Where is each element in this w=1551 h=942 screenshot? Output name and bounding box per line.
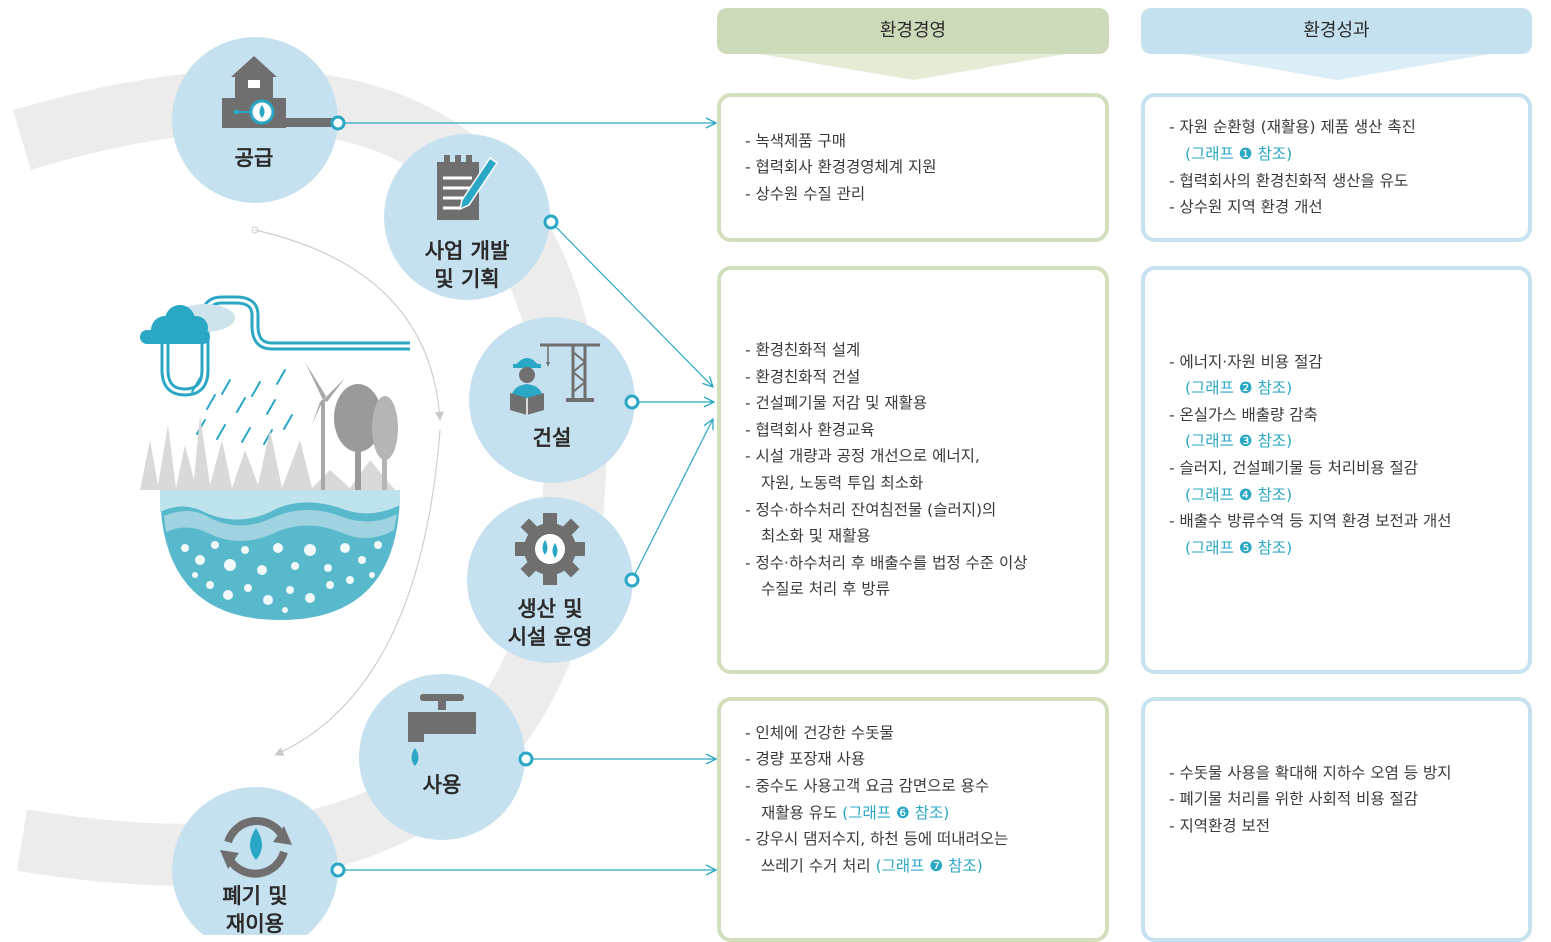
list-item: - 협력회사 환경경영체계 지원 [745,158,937,177]
graph-reference-link[interactable]: (그래프 ❻ 참조) [842,803,950,822]
stage-supply: 공급 [172,37,346,203]
stage-disposal: 폐기 및 재이용 [172,787,346,935]
list-item: - 건설폐기물 저감 및 재활용 [745,394,928,413]
connector-planning [550,221,713,387]
list-item: - 자원 순환형 (재활용) 제품 생산 촉진 [1169,118,1416,137]
graph-reference-link[interactable]: (그래프 ❺ 참조) [1185,538,1293,557]
list-item: - 상수원 지역 환경 개선 [1169,198,1323,217]
management-header-pointer [760,54,1066,80]
management-list: - 녹색제품 구매 - 협력회사 환경경영체계 지원 - 상수원 수질 관리 [745,128,937,208]
list-item: - 수돗물 사용을 확대해 지하수 오염 등 방지 [1169,763,1452,782]
gear-water-icon [515,513,585,585]
list-item: - 지역환경 보전 [1169,816,1271,835]
management-list: - 환경친화적 설계 - 환경친화적 건설 - 건설폐기물 저감 및 재활용 -… [745,337,1028,603]
stage-label-operation-1: 생산 및 [517,597,582,621]
list-item: - 환경친화적 설계 [745,341,861,360]
management-list: - 인체에 건강한 수돗물 - 경량 포장재 사용 - 중수도 사용고객 요금 … [745,720,1008,880]
stage-planning: 사업 개발 및 기획 [384,134,559,300]
water-cycle-illustration [140,295,410,620]
list-item: - 녹색제품 구매 [745,131,847,150]
list-item: - 정수·하수처리 잔여침전물 (슬러지)의 [745,500,997,519]
stage-label-usage: 사용 [423,773,462,797]
list-item: - 폐기물 처리를 위한 사회적 비용 절감 [1169,790,1419,809]
result-box-usage: - 수돗물 사용을 확대해 지하수 오염 등 방지 - 폐기물 처리를 위한 사… [1141,697,1532,942]
list-item: - 협력회사 환경교육 [745,420,875,439]
connector-operation [631,419,713,581]
management-box-supply: - 녹색제품 구매 - 협력회사 환경경영체계 지원 - 상수원 수질 관리 [717,93,1109,242]
stage-construction: 건설 [469,317,640,483]
faucet-icon [408,694,476,766]
management-box-usage: - 인체에 건강한 수돗물 - 경량 포장재 사용 - 중수도 사용고객 요금 … [717,697,1109,942]
list-item: - 배출수 방류수역 등 지역 환경 보전과 개선 [1169,512,1452,531]
result-list: - 에너지·자원 비용 절감 (그래프 ❷ 참조) - 온실가스 배출량 감축 … [1169,349,1452,562]
list-item: - 환경친화적 건설 [745,367,861,386]
clipboard-pen-icon [437,155,499,220]
list-item: - 경량 포장재 사용 [745,750,866,769]
list-item: - 강우시 댐저수지, 하천 등에 떠내려오는 [745,830,1009,849]
result-list: - 자원 순환형 (재활용) 제품 생산 촉진 (그래프 ❶ 참조) - 협력회… [1169,114,1416,220]
list-item: - 협력회사의 환경친화적 생산을 유도 [1169,171,1409,190]
stage-label-operation-2: 시설 운영 [508,625,593,649]
list-item-continuation: 자원, 노동력 투입 최소화 [761,474,924,492]
list-item: - 시설 개량과 공정 개선으로 에너지, [745,447,980,466]
list-item-continuation: 재활용 유도 (그래프 ❻ 참조) [745,800,1008,827]
flow-arc-lower [274,429,441,756]
result-list: - 수돗물 사용을 확대해 지하수 오염 등 방지 - 폐기물 처리를 위한 사… [1169,760,1452,840]
list-item: - 정수·하수처리 후 배출수를 법정 수준 이상 [745,553,1028,572]
list-item: - 온실가스 배출량 감축 [1169,405,1318,424]
graph-reference-link[interactable]: (그래프 ❹ 참조) [1185,485,1293,504]
worker-crane-icon [510,343,600,415]
stage-label-disposal-2: 재이용 [226,912,284,935]
stage-label-planning-1: 사업 개발 [425,239,510,263]
graph-reference-link[interactable]: (그래프 ❶ 참조) [1185,144,1293,163]
list-item: - 중수도 사용고객 요금 감면으로 용수 [745,776,990,795]
result-box-supply: - 자원 순환형 (재활용) 제품 생산 촉진 (그래프 ❶ 참조) - 협력회… [1141,93,1532,242]
flow-arc-upper [254,229,445,421]
graph-reference-link[interactable]: (그래프 ❼ 참조) [875,856,983,875]
house-pipe-icon [222,56,338,128]
list-item-continuation: 최소화 및 재활용 [761,527,871,546]
stage-usage: 사용 [359,674,534,840]
result-column-header: 환경성과 [1141,8,1532,54]
management-column-header: 환경경영 [717,8,1109,54]
graph-reference-link[interactable]: (그래프 ❷ 참조) [1185,379,1293,398]
list-item-continuation: 쓰레기 수거 처리 (그래프 ❼ 참조) [745,853,1008,880]
list-item-continuation: 수질로 처리 후 방류 [761,580,890,599]
graph-reference-link[interactable]: (그래프 ❸ 참조) [1185,432,1293,451]
item-text: 재활용 유도 [761,803,843,822]
stage-label-construction: 건설 [533,426,572,450]
stage-operation: 생산 및 시설 운영 [467,497,640,663]
recycle-water-icon [220,817,292,878]
result-header-pointer [1185,54,1490,80]
stage-label-supply: 공급 [235,146,274,170]
stage-label-planning-2: 및 기획 [434,267,499,291]
list-item: - 인체에 건강한 수돗물 [745,723,894,742]
list-item: - 슬러지, 건설폐기물 등 처리비용 절감 [1169,459,1419,477]
list-item: - 에너지·자원 비용 절감 [1169,352,1323,371]
list-item: - 상수원 수질 관리 [745,184,866,203]
management-box-operations: - 환경친화적 설계 - 환경친화적 건설 - 건설폐기물 저감 및 재활용 -… [717,266,1109,674]
result-box-operations: - 에너지·자원 비용 절감 (그래프 ❷ 참조) - 온실가스 배출량 감축 … [1141,266,1532,674]
stage-label-disposal-1: 폐기 및 [222,884,287,908]
item-text: 쓰레기 수거 처리 [761,856,876,875]
